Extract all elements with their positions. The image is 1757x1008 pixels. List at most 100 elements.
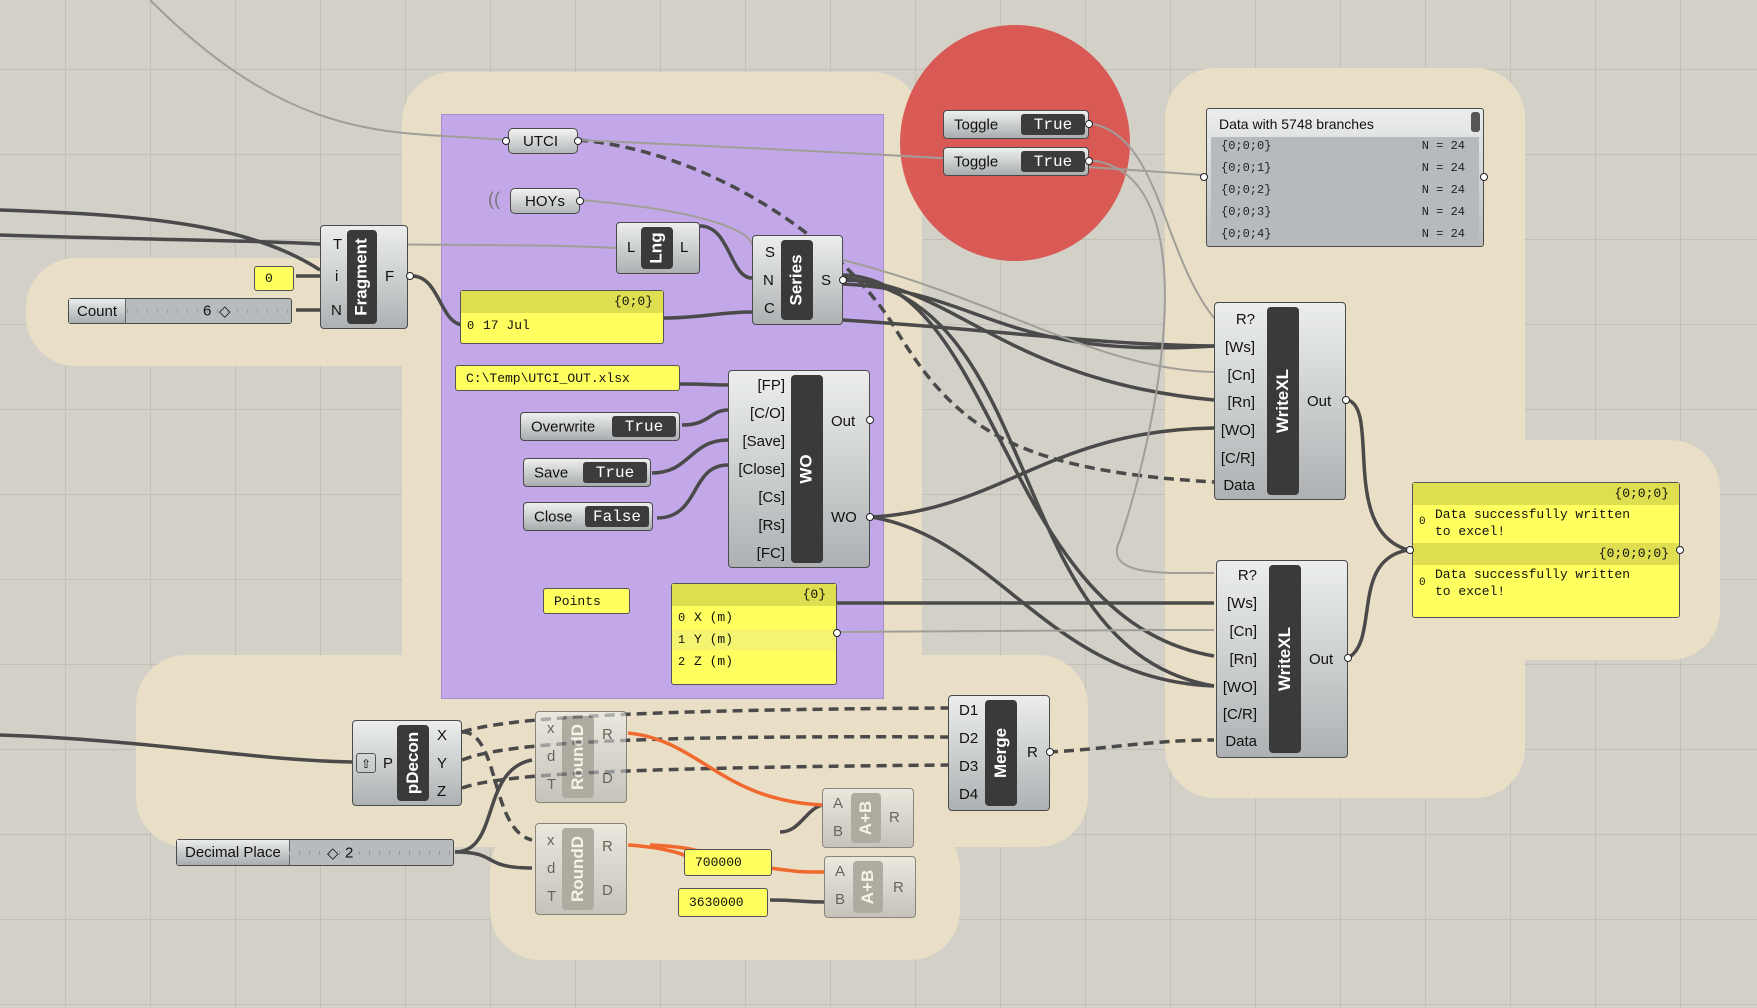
add-component-2[interactable]: A+B A B R xyxy=(824,856,916,918)
overwrite-label: Overwrite xyxy=(531,418,596,435)
hoys-output-point[interactable] xyxy=(576,197,584,205)
add-1-nickname: A+B xyxy=(851,793,881,843)
writexl-2-input-data: Data xyxy=(1225,733,1257,750)
decimal-place-slider[interactable]: Decimal Place ◇ 2 xyxy=(176,839,454,866)
roundd-component-1[interactable]: RoundD x d T R D xyxy=(535,711,627,803)
pdecon-expand-icon[interactable]: ⇧ xyxy=(356,753,376,773)
count-slider[interactable]: Count 6 ◇ xyxy=(68,298,292,324)
merge-component[interactable]: Merge D1 D2 D3 D4 R xyxy=(948,695,1050,811)
zero-param[interactable]: 0 xyxy=(254,266,294,291)
data-viewer-scrollbar[interactable] xyxy=(1471,112,1480,132)
toggle-2[interactable]: Toggle True xyxy=(943,147,1089,176)
result-panel[interactable]: {0;0;0} 0 Data successfully written to e… xyxy=(1412,482,1680,618)
add-2-input-a: A xyxy=(835,863,846,880)
roundd-1-input-t: T xyxy=(547,776,557,793)
toggle-1-label: Toggle xyxy=(954,116,999,133)
hoys-param[interactable]: HOYs xyxy=(510,188,580,214)
result-panel-in-socket[interactable] xyxy=(1406,546,1414,554)
count-track[interactable] xyxy=(127,301,289,321)
pdecon-input-p: P xyxy=(383,755,394,772)
merge-out-socket[interactable] xyxy=(1046,748,1054,756)
wo-component[interactable]: WO [FP] [C/O] [Save] [Close] [Cs] [Rs] [… xyxy=(728,370,870,568)
roundd-component-2[interactable]: RoundD x d T R D xyxy=(535,823,627,915)
decimal-place-label: Decimal Place xyxy=(177,840,290,865)
toggle-2-socket[interactable] xyxy=(1085,157,1093,165)
result-2-index: 0 xyxy=(1419,577,1426,589)
lng-component[interactable]: Lng L L xyxy=(616,222,700,274)
number-3630000-param[interactable]: 3630000 xyxy=(678,888,768,917)
add-component-1[interactable]: A+B A B R xyxy=(822,788,914,848)
toggle-1[interactable]: Toggle True xyxy=(943,110,1089,139)
wo-nickname: WO xyxy=(791,375,823,563)
pdecon-component[interactable]: ⇧ P pDecon X Y Z xyxy=(352,720,462,806)
count-value: 6 xyxy=(203,302,212,320)
lng-output-l: L xyxy=(680,239,689,256)
wo-input-cs: [Cs] xyxy=(758,489,785,506)
writexl-1-input-ws: [Ws] xyxy=(1225,339,1255,356)
roundd-2-input-t: T xyxy=(547,888,557,905)
wireless-icon: (( xyxy=(488,189,500,209)
data-viewer-title: Data with 5748 branches xyxy=(1219,116,1374,132)
count-grip-icon[interactable]: ◇ xyxy=(219,303,231,320)
wo-output-out: Out xyxy=(831,413,856,430)
utci-param[interactable]: UTCI xyxy=(508,128,578,154)
merge-nickname: Merge xyxy=(985,700,1017,806)
filepath-param[interactable]: C:\Temp\UTCI_OUT.xlsx xyxy=(455,365,680,391)
utci-output-point[interactable] xyxy=(574,137,582,145)
roundd-1-nickname: RoundD xyxy=(562,716,594,798)
fragment-out-socket[interactable] xyxy=(406,272,414,280)
toggle-1-socket[interactable] xyxy=(1085,120,1093,128)
points-panel-header: {0} xyxy=(672,584,836,606)
points-param[interactable]: Points xyxy=(543,588,630,614)
writexl-component-1[interactable]: WriteXL R? [Ws] [Cn] [Rn] [WO] [C/R] Dat… xyxy=(1214,302,1346,500)
add-2-input-b: B xyxy=(835,891,846,908)
dv-row-4: {0;0;4}N = 24 xyxy=(1221,227,1465,241)
fragment-input-t: T xyxy=(333,236,343,253)
close-toggle[interactable]: Close False xyxy=(523,502,653,531)
fragment-nickname: Fragment xyxy=(347,230,377,324)
writexl-2-out-socket[interactable] xyxy=(1344,654,1352,662)
result-panel-out-socket[interactable] xyxy=(1676,546,1684,554)
decimal-place-grip-icon[interactable]: ◇ xyxy=(327,844,339,862)
data-viewer-in-socket[interactable] xyxy=(1200,173,1208,181)
save-value[interactable]: True xyxy=(583,462,647,483)
merge-input-d2: D2 xyxy=(959,730,979,747)
number-700000-param[interactable]: 700000 xyxy=(684,849,772,876)
roundd-2-input-x: x xyxy=(547,832,555,849)
toggle-2-value[interactable]: True xyxy=(1021,151,1085,172)
toggle-1-value[interactable]: True xyxy=(1021,114,1085,135)
close-value[interactable]: False xyxy=(585,506,649,527)
toggle-2-label: Toggle xyxy=(954,153,999,170)
points-panel-out-socket[interactable] xyxy=(833,629,841,637)
data-viewer[interactable]: Data with 5748 branches {0;0;0}N = 24 {0… xyxy=(1206,108,1484,247)
pdecon-output-z: Z xyxy=(437,783,447,800)
series-out-socket[interactable] xyxy=(839,276,847,284)
merge-input-d4: D4 xyxy=(959,786,979,803)
series-component[interactable]: Series S N C S xyxy=(752,235,843,325)
wo-input-fc: [FC] xyxy=(756,545,785,562)
wo-wo-socket[interactable] xyxy=(866,513,874,521)
result-1-header: {0;0;0} xyxy=(1413,483,1679,505)
decimal-place-track[interactable] xyxy=(289,842,451,863)
merge-input-d1: D1 xyxy=(959,702,979,719)
lng-input-l: L xyxy=(627,239,636,256)
wo-out-socket[interactable] xyxy=(866,416,874,424)
fragment-input-n: N xyxy=(331,302,342,319)
writexl-2-input-rn: [Rn] xyxy=(1229,651,1257,668)
data-viewer-out-socket[interactable] xyxy=(1480,173,1488,181)
fragment-component[interactable]: Fragment T i N F xyxy=(320,225,408,329)
writexl-component-2[interactable]: WriteXL R? [Ws] [Cn] [Rn] [WO] [C/R] Dat… xyxy=(1216,560,1348,758)
overwrite-value[interactable]: True xyxy=(612,416,676,437)
dv-row-0: {0;0;0}N = 24 xyxy=(1221,139,1465,153)
writexl-1-out-socket[interactable] xyxy=(1342,396,1350,404)
utci-input-point[interactable] xyxy=(502,137,510,145)
overwrite-toggle[interactable]: Overwrite True xyxy=(520,412,680,441)
save-toggle[interactable]: Save True xyxy=(523,458,651,487)
result-1-line2: to excel! xyxy=(1435,524,1506,539)
fragment-output-f: F xyxy=(385,268,395,285)
